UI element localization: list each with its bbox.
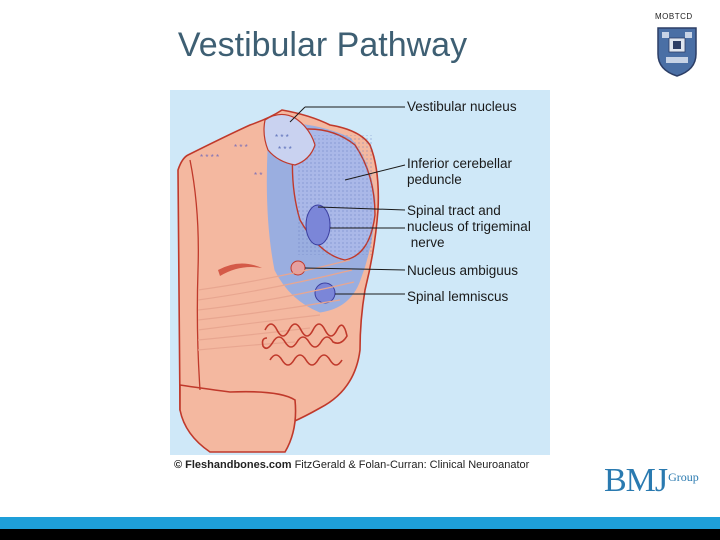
bmj-logo-name: BMJ <box>604 462 668 499</box>
olivary-crescent <box>218 263 262 276</box>
footer-bar-black <box>0 529 720 540</box>
pointer-trigeminal-a <box>317 206 406 211</box>
vestibular-nucleus <box>263 113 316 166</box>
svg-text:* * * *: * * * * <box>200 153 219 162</box>
label-nucleus-ambiguus-text: Nucleus ambiguus <box>407 263 519 278</box>
svg-text:* * *: * * * <box>275 133 289 142</box>
midline <box>189 159 201 391</box>
footer-bar-blue <box>0 517 720 529</box>
label-vestibular-nucleus-text: Vestibular nucleus <box>407 99 517 114</box>
svg-text:* *: * * <box>254 171 262 180</box>
pointer-ambiguus <box>304 267 406 271</box>
label-spinal-lemniscus-text: Spinal lemniscus <box>407 289 509 304</box>
pointer-peduncle <box>344 164 406 181</box>
label-vestibular-nucleus: Vestibular nucleus <box>407 99 517 115</box>
label-st-line2: nucleus of trigeminal <box>407 219 531 234</box>
label-spinal-trigeminal: Spinal tract and nucleus of trigeminal n… <box>407 203 531 251</box>
svg-text:* * *: * * * <box>278 145 292 154</box>
pyramid-outline <box>179 384 297 453</box>
inferior-olivary-nucleus <box>261 323 348 350</box>
label-icp-line2: peduncle <box>407 172 462 187</box>
brainstem-cross-section-diagram: * * * * * * * * * * * * * * * <box>170 90 550 455</box>
bmj-logo-suffix: Group <box>668 470 699 484</box>
label-nucleus-ambiguus: Nucleus ambiguus <box>407 263 518 279</box>
label-inferior-cerebellar-peduncle: Inferior cerebellar peduncle <box>407 156 512 188</box>
label-spinal-lemniscus: Spinal lemniscus <box>407 289 508 305</box>
university-crest-icon <box>657 27 697 77</box>
image-credit: © Fleshandbones.com FitzGerald & Folan-C… <box>174 459 529 471</box>
spinal-trigeminal-nucleus <box>305 204 331 246</box>
label-st-line3: nerve <box>407 235 445 250</box>
credit-authors: FitzGerald & Folan-Curran: Clinical Neur… <box>294 459 530 471</box>
label-icp-line1: Inferior cerebellar <box>407 156 513 171</box>
institution-label: MOBTCD <box>655 12 693 21</box>
svg-text:* * *: * * * <box>234 143 248 152</box>
slide-title: Vestibular Pathway <box>177 26 468 64</box>
spinal-lemniscus <box>314 282 336 304</box>
bmj-group-logo: BMJGroup <box>604 462 699 500</box>
label-st-line1: Spinal tract and <box>407 203 501 218</box>
credit-site: © Fleshandbones.com <box>174 459 292 471</box>
pointer-vestibular <box>289 106 306 123</box>
